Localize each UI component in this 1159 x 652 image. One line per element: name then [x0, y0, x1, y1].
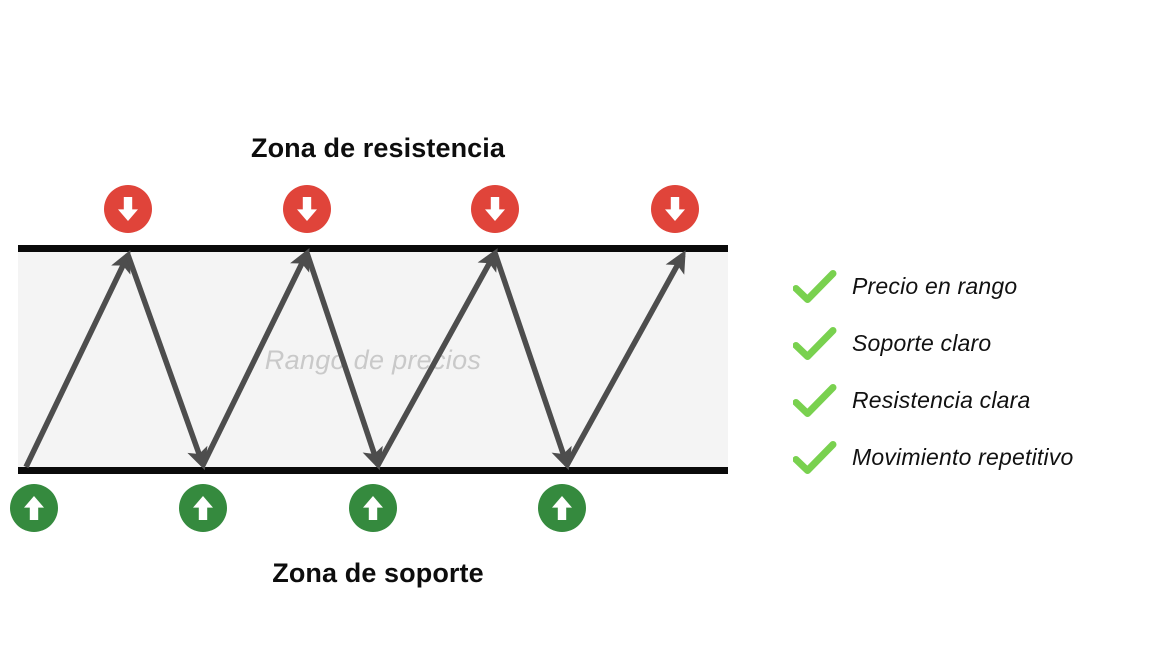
resistance-zone-title: Zona de resistencia: [251, 133, 505, 163]
support-line: [18, 467, 728, 474]
legend-item-label: Resistencia clara: [852, 387, 1031, 413]
up-arrow-badge-3: [349, 484, 397, 532]
legend-item: Soporte claro: [793, 315, 1074, 372]
down-arrow-badge-4: [651, 185, 699, 233]
up-arrow-badge-2: [179, 484, 227, 532]
arrow-up-icon: [552, 496, 572, 520]
legend-item-label: Soporte claro: [852, 330, 992, 356]
arrow-up-icon: [193, 496, 213, 520]
check-icon: [793, 326, 843, 362]
arrow-down-icon: [665, 197, 685, 221]
check-icon: [793, 440, 843, 476]
legend-item: Resistencia clara: [793, 372, 1074, 429]
legend-item: Precio en rango: [793, 258, 1074, 315]
up-arrow-badge-1: [10, 484, 58, 532]
arrow-up-icon: [363, 496, 383, 520]
check-icon: [793, 383, 843, 419]
down-arrow-badge-2: [283, 185, 331, 233]
check-icon: [793, 269, 843, 305]
arrow-up-icon: [24, 496, 44, 520]
down-arrow-badge-3: [471, 185, 519, 233]
price-range-watermark: Rango de precios: [264, 345, 482, 375]
legend-item-label: Precio en rango: [852, 273, 1018, 299]
down-arrow-badge-1: [104, 185, 152, 233]
legend-item: Movimiento repetitivo: [793, 429, 1074, 486]
arrow-down-icon: [485, 197, 505, 221]
up-arrow-badge-4: [538, 484, 586, 532]
resistance-line: [18, 245, 728, 252]
legend-item-label: Movimiento repetitivo: [852, 444, 1074, 470]
arrow-down-icon: [297, 197, 317, 221]
support-zone-title: Zona de soporte: [272, 558, 484, 588]
arrow-down-icon: [118, 197, 138, 221]
